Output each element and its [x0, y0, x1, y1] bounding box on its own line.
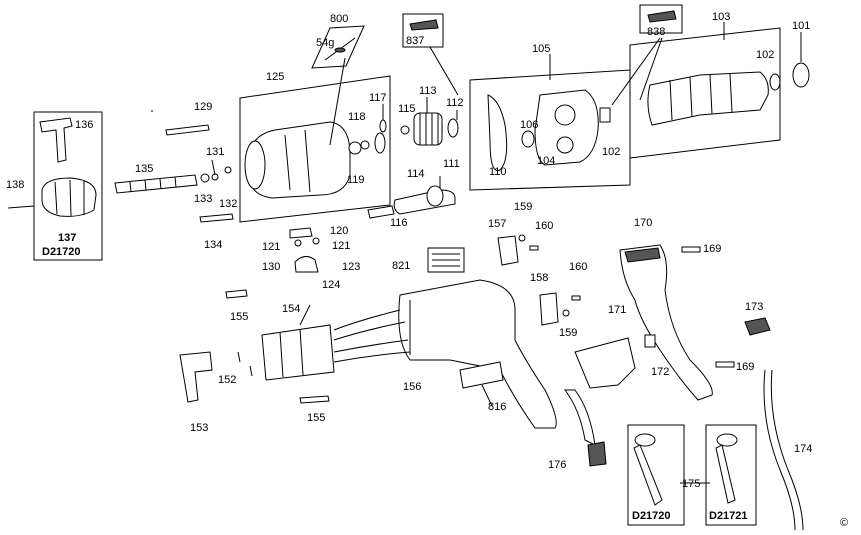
callout-175: 175: [682, 478, 700, 490]
frame-chuck: [33, 111, 103, 261]
switch-parts: [289, 227, 320, 273]
callout-158: 158: [530, 272, 548, 284]
part-176: [564, 389, 607, 467]
callout-137: 137: [58, 232, 76, 244]
frame-103: [629, 27, 781, 159]
spindle-114: [367, 185, 456, 219]
frame-105: [469, 69, 631, 191]
callout-110: 110: [489, 166, 507, 178]
side-handle-b: [715, 433, 738, 504]
callout-106: 106: [520, 119, 538, 131]
callout-102-a: 102: [756, 49, 774, 61]
callout-155-a: 155: [230, 311, 248, 323]
frame-handle-a: [627, 424, 685, 526]
callout-816: 816: [488, 401, 506, 413]
switch-157: [497, 234, 539, 266]
callout-156: 156: [403, 381, 421, 393]
callout-105: 105: [532, 43, 550, 55]
callout-132: 132: [219, 198, 237, 210]
switch-158: [539, 292, 581, 326]
callout-133: 133: [194, 193, 212, 205]
motor-154: [225, 289, 411, 404]
callout-154: 154: [282, 303, 300, 315]
model-label-chuck: D21720: [42, 246, 81, 258]
tool-800: [311, 25, 365, 146]
callout-800: 800: [330, 13, 348, 25]
callout-111: 111: [443, 158, 460, 170]
callout-153: 153: [190, 422, 208, 434]
callout-134: 134: [204, 239, 222, 251]
callout-837: 837: [406, 35, 424, 47]
field-105: [487, 89, 611, 172]
callout-114: 114: [407, 168, 425, 180]
part-171: [574, 334, 656, 389]
callout-172: 172: [651, 366, 669, 378]
side-handle-a: [633, 433, 663, 506]
callout-160-b: 160: [569, 261, 587, 273]
callout-103: 103: [712, 11, 730, 23]
callout-124: 124: [322, 279, 340, 291]
housing-156: [398, 279, 557, 429]
callout-129: 129: [194, 101, 212, 113]
handle-170: [619, 244, 735, 401]
copyright-mark: ©: [840, 517, 848, 529]
part-173: [744, 317, 771, 336]
callout-170: 170: [634, 217, 652, 229]
chuck-137: [7, 117, 97, 217]
armature-103: [647, 62, 810, 126]
callout-159-b: 159: [559, 327, 577, 339]
callout-174: 174: [794, 443, 812, 455]
weight-note: 54g: [316, 37, 334, 49]
callout-113: 113: [419, 85, 437, 97]
model-label-handle-b: D21721: [709, 510, 748, 522]
callout-169-b: 169: [736, 361, 754, 373]
brush-838: [611, 4, 683, 106]
callout-821: 821: [392, 260, 410, 272]
callout-838: 838: [647, 26, 665, 38]
callout-118: 118: [348, 111, 366, 123]
callout-173: 173: [745, 301, 763, 313]
callout-102-b: 102: [602, 146, 620, 158]
frame-125: [239, 75, 391, 223]
model-label-handle-a: D21720: [632, 510, 671, 522]
callout-119: 119: [347, 174, 365, 186]
callout-121-a: 121: [262, 241, 280, 253]
cord-174: [763, 369, 796, 531]
callout-123: 123: [342, 261, 360, 273]
callout-136: 136: [75, 119, 93, 131]
callout-130: 130: [262, 261, 280, 273]
callout-135: 135: [135, 163, 153, 175]
callout-155-b: 155: [307, 412, 325, 424]
gear-113: [400, 112, 459, 146]
callout-112: 112: [446, 97, 464, 109]
callout-115: 115: [398, 103, 416, 115]
callout-120: 120: [330, 225, 348, 237]
frame-handle-b: [705, 424, 757, 526]
callout-160-a: 160: [535, 220, 553, 232]
callout-138: 138: [6, 179, 24, 191]
callout-101: 101: [792, 20, 810, 32]
part-153: [179, 351, 253, 403]
spindle-135: [114, 124, 234, 223]
callout-116: 116: [390, 217, 408, 229]
leader-lines: [151, 22, 802, 407]
brush-837: [402, 13, 459, 96]
label-821: [427, 247, 465, 273]
callout-104: 104: [537, 155, 555, 167]
callout-117: 117: [369, 92, 387, 104]
callout-125: 125: [266, 71, 284, 83]
callout-159-a: 159: [514, 201, 532, 213]
callout-121-b: 121: [332, 240, 350, 252]
callout-176: 176: [548, 459, 566, 471]
callout-131: 131: [206, 146, 224, 158]
callout-171: 171: [608, 304, 626, 316]
gear-housing-part: [244, 119, 387, 199]
callout-152: 152: [218, 374, 236, 386]
callout-157: 157: [488, 218, 506, 230]
callout-169-a: 169: [703, 243, 721, 255]
